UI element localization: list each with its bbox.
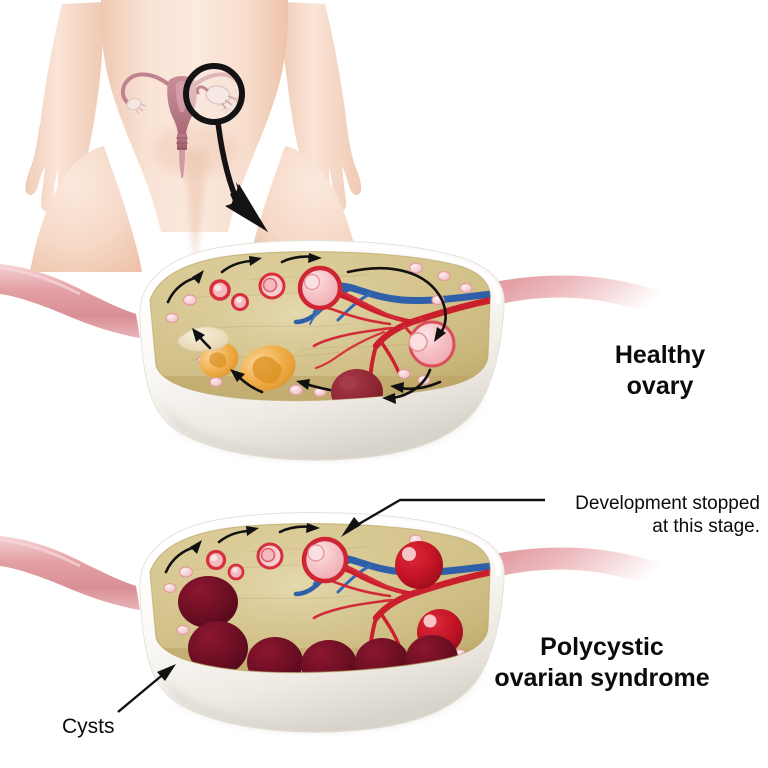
magnified-tube xyxy=(196,85,209,95)
pcos-left-ligament xyxy=(0,536,140,610)
inner-thigh-shadow xyxy=(183,150,208,272)
stroma-outline xyxy=(149,251,491,402)
antral-follicle xyxy=(297,265,343,311)
left-thigh xyxy=(30,146,142,272)
healthy-ovary-panel xyxy=(0,240,672,461)
shell-rim-highlight xyxy=(143,242,501,313)
left-ligament xyxy=(0,264,140,338)
pcos-shell-rim-highlight xyxy=(143,514,501,585)
cervix-rugae xyxy=(176,137,188,149)
pcos-primary-follicles xyxy=(205,549,245,581)
callouts xyxy=(117,498,545,713)
cysts-leader xyxy=(117,664,176,713)
vagina xyxy=(179,150,185,178)
corpus-albicans xyxy=(177,326,229,352)
development-leader xyxy=(341,498,545,537)
left-fimbriae xyxy=(135,103,147,115)
body-panel xyxy=(25,0,362,272)
magnified-fimbriae xyxy=(221,95,237,110)
label-healthy-ovary: Healthy ovary xyxy=(614,341,706,400)
label-cysts: Cysts xyxy=(62,715,115,738)
pcos-development-arrows xyxy=(164,523,320,574)
left-fallopian-tube xyxy=(121,72,170,106)
secondary-follicle xyxy=(258,272,286,300)
pcos-right-ligament xyxy=(484,547,672,590)
corpus-hemorrhagicum xyxy=(331,369,383,401)
magnifying-glass xyxy=(183,63,268,232)
magnifier-ring xyxy=(183,63,245,125)
pcos-ovary-panel xyxy=(0,512,672,733)
cycle-arrows xyxy=(166,253,447,404)
label-development-stopped: Development stopped at this stage. xyxy=(575,493,760,538)
left-ovary xyxy=(126,97,142,111)
pcos-stroma xyxy=(150,523,491,673)
arrested-antral-follicle xyxy=(301,536,349,584)
right-ligament xyxy=(484,275,672,318)
label-polycystic-ovarian-syndrome: Polycystic ovarian syndrome xyxy=(494,633,710,692)
mature-graafian-follicle xyxy=(408,320,456,368)
primary-follicles xyxy=(209,279,249,311)
pcos-left-ligament-highlight xyxy=(0,538,81,568)
pelvis-shading xyxy=(153,124,237,176)
pcos-stroma-outline xyxy=(149,523,491,674)
pcos-secondary-follicle xyxy=(256,542,284,570)
corpus-luteum xyxy=(240,345,296,391)
corpus-luteum-regressing xyxy=(199,342,239,378)
left-ligament-highlight xyxy=(0,266,81,296)
